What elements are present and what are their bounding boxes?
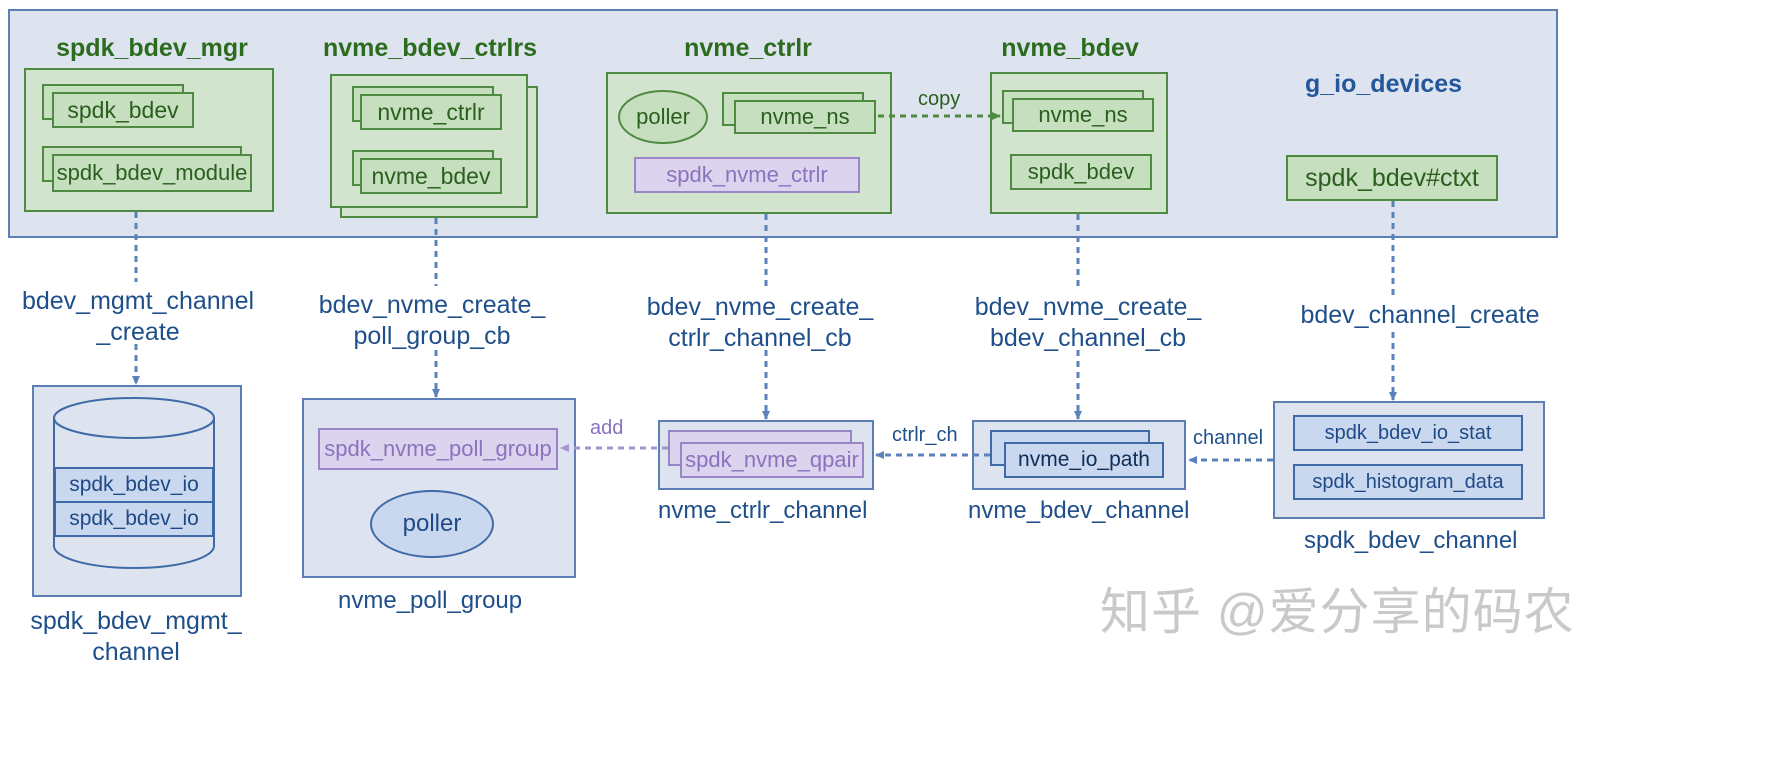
spdk-bdev-channel-label: spdk_bdev_channel [1304,527,1518,554]
spdk-bdev-io-item-2: spdk_bdev_io [54,501,214,537]
nvme-bdev-channel-label: nvme_bdev_channel [968,497,1190,524]
nvme-io-path-item: nvme_io_path [1004,442,1164,478]
nvme-bdev-title: nvme_bdev [1001,34,1139,62]
nvme-bdev-item: nvme_bdev [360,158,502,194]
spdk-nvme-qpair-item: spdk_nvme_qpair [680,442,864,478]
nvme-bdev-spdk-bdev-item: spdk_bdev [1010,154,1152,190]
g-io-devices-title: g_io_devices [1305,70,1463,98]
spdk-bdev-mgr-title: spdk_bdev_mgr [56,34,248,62]
spdk-bdev-mgmt-channel-label: spdk_bdev_mgmt_channel [30,607,242,666]
spdk-nvme-ctrlr-item: spdk_nvme_ctrlr [634,157,860,193]
nvme-bdev-ctrlrs-title: nvme_bdev_ctrlrs [322,34,538,62]
spdk-bdev-io-stat-item: spdk_bdev_io_stat [1293,415,1523,451]
nvme-ctrlr-item: nvme_ctrlr [360,94,502,130]
nvme-poll-group-label: nvme_poll_group [338,587,523,614]
bdev-nvme-create-bdev-channel-cb-label: bdev_nvme_create_bdev_channel_cb [974,293,1202,352]
spdk-bdev-ctxt-item: spdk_bdev#ctxt [1286,155,1498,201]
channel-edge-label: channel [1193,427,1264,449]
ctrlr-ch-edge-label: ctrlr_ch [892,424,958,446]
spdk-histogram-data-item: spdk_histogram_data [1293,464,1523,500]
bdev-nvme-create-ctrlr-channel-cb-label: bdev_nvme_create_ctrlr_channel_cb [646,293,874,352]
spdk-bdev-item: spdk_bdev [52,92,194,128]
nvme-ctrlr-title: nvme_ctrlr [684,34,812,62]
nvme-poll-group-poller: poller [370,490,494,558]
spdk-bdev-module-item: spdk_bdev_module [52,154,252,192]
bdev-nvme-create-poll-group-cb-label: bdev_nvme_create_poll_group_cb [318,291,546,350]
nvme-ctrlr-channel-label: nvme_ctrlr_channel [658,497,868,524]
nvme-ctrlr-poller: poller [618,90,708,144]
copy-edge-label: copy [918,88,961,110]
bdev-mgmt-channel-create-label: bdev_mgmt_channel_create [21,287,255,346]
bdev-channel-create-label: bdev_channel_create [1300,301,1540,329]
nvme-bdev-ns-item: nvme_ns [1012,98,1154,132]
add-edge-label: add [590,417,624,439]
watermark: 知乎 @爱分享的码农 [1100,584,1575,640]
spdk-nvme-poll-group-item: spdk_nvme_poll_group [318,428,558,470]
nvme-ctrlr-ns-item: nvme_ns [734,100,876,134]
spdk-bdev-io-item-1: spdk_bdev_io [54,467,214,503]
